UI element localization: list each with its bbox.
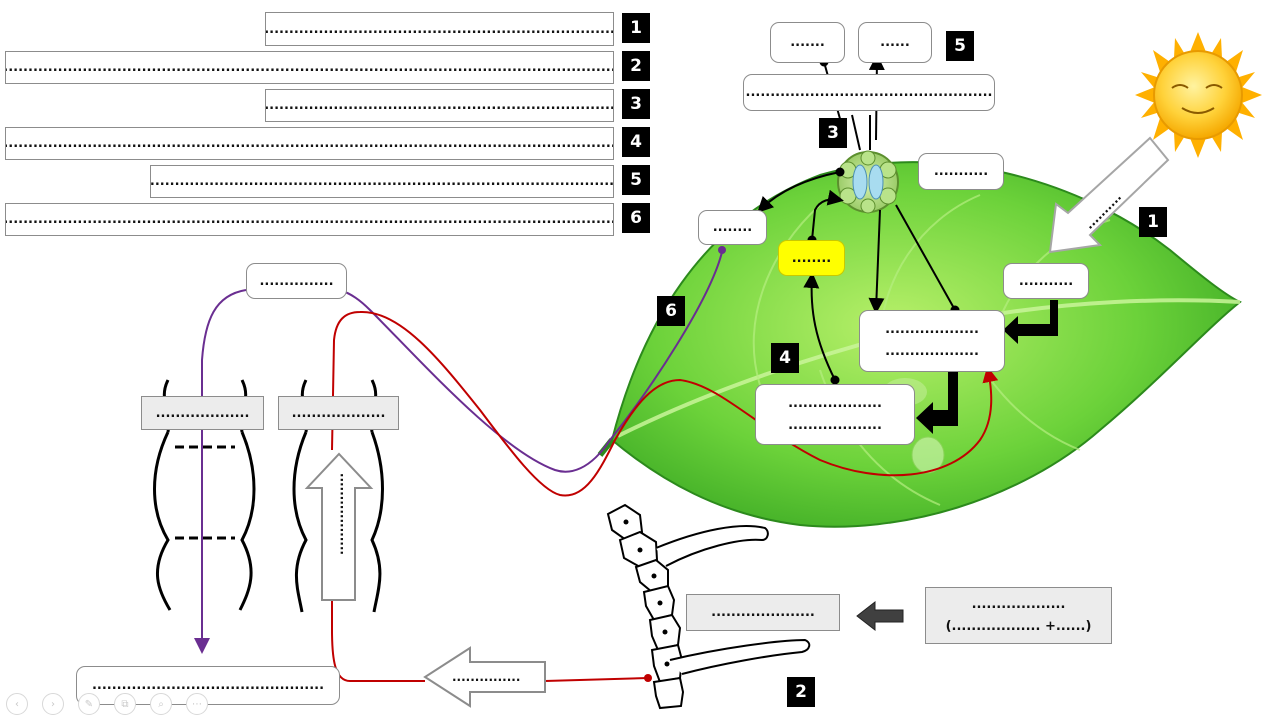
red-transport-path xyxy=(331,310,999,682)
copy-icon[interactable]: ⧉ xyxy=(114,693,136,715)
blank-row-1[interactable]: ........................................… xyxy=(265,12,614,46)
purple-path-top-box[interactable]: ............... xyxy=(246,263,347,299)
bottom-arrow-label: ............... xyxy=(452,670,521,684)
zoom-icon[interactable]: ⌕ xyxy=(150,693,172,715)
top-left-blank-box[interactable]: ....... xyxy=(770,22,845,63)
thick-flow-arrows xyxy=(916,300,1058,434)
yellow-highlight-box[interactable]: ........ xyxy=(778,240,845,276)
bottom-left-arrow xyxy=(423,646,546,708)
diagram-number-3: 3 xyxy=(819,118,847,148)
blank-row-5[interactable]: ........................................… xyxy=(150,165,614,198)
soil-box-line-2: (.................. +......) xyxy=(945,618,1092,634)
row-number-2: 2 xyxy=(622,51,650,81)
center-box-line-2: ................... xyxy=(885,344,979,359)
root-hair-cells xyxy=(606,503,811,710)
stoma xyxy=(837,150,899,214)
row-number-4: 4 xyxy=(622,127,650,157)
blank-row-4[interactable]: ........................................… xyxy=(5,127,614,160)
sunlight-arrow xyxy=(1048,136,1170,254)
wide-top-blank-box[interactable]: ........................................… xyxy=(743,74,995,111)
blank-row-6[interactable]: ........................................… xyxy=(5,203,614,236)
nav-next-button[interactable]: › xyxy=(42,693,64,715)
lower-leaf-blank-box[interactable]: ................... ................... xyxy=(755,384,915,445)
diagram-number-2: 2 xyxy=(787,677,815,707)
blank-row-3[interactable]: ........................................… xyxy=(265,89,614,122)
diagram-number-6: 6 xyxy=(657,296,685,326)
diagram-number-4: 4 xyxy=(771,343,799,373)
more-options-icon[interactable]: ⋯ xyxy=(186,693,208,715)
diagram-number-1: 1 xyxy=(1139,207,1167,237)
lower-box-line-2: ................... xyxy=(788,417,882,433)
lower-box-line-1: ................... xyxy=(788,395,882,411)
stomata-side-blank-box[interactable]: ........... xyxy=(918,153,1004,190)
center-leaf-blank-box[interactable]: ................... ................... xyxy=(859,310,1005,372)
nav-prev-button[interactable]: ‹ xyxy=(6,693,28,715)
xylem-left-label-box[interactable]: ................... xyxy=(141,396,264,430)
xylem-up-arrow xyxy=(304,452,374,601)
row-number-5: 5 xyxy=(622,165,650,195)
top-right-blank-box[interactable]: ...... xyxy=(858,22,932,63)
center-box-line-1: ................... xyxy=(885,322,979,337)
root-side-blank-box[interactable]: ..................... xyxy=(686,594,840,631)
right-leaf-blank-box[interactable]: ........... xyxy=(1003,263,1089,299)
diagram-number-5: 5 xyxy=(946,31,974,61)
row-number-3: 3 xyxy=(622,89,650,119)
purple-transport-path xyxy=(194,246,726,654)
left-small-blank-box[interactable]: ........ xyxy=(698,210,767,245)
soil-water-blank-box[interactable]: ................... (.................. … xyxy=(925,587,1112,644)
xylem-right-label-box[interactable]: ................... xyxy=(278,396,399,430)
soil-box-line-1: ................... xyxy=(971,596,1066,612)
soil-to-root-arrow xyxy=(856,600,904,632)
row-number-6: 6 xyxy=(622,203,650,233)
row-number-1: 1 xyxy=(622,13,650,43)
sun xyxy=(1135,32,1262,158)
root-cell-nuclei xyxy=(623,519,670,667)
blank-row-2[interactable]: ........................................… xyxy=(5,51,614,84)
xylem-arrow-label: .................. xyxy=(332,472,346,555)
pen-icon[interactable]: ✎ xyxy=(78,693,100,715)
